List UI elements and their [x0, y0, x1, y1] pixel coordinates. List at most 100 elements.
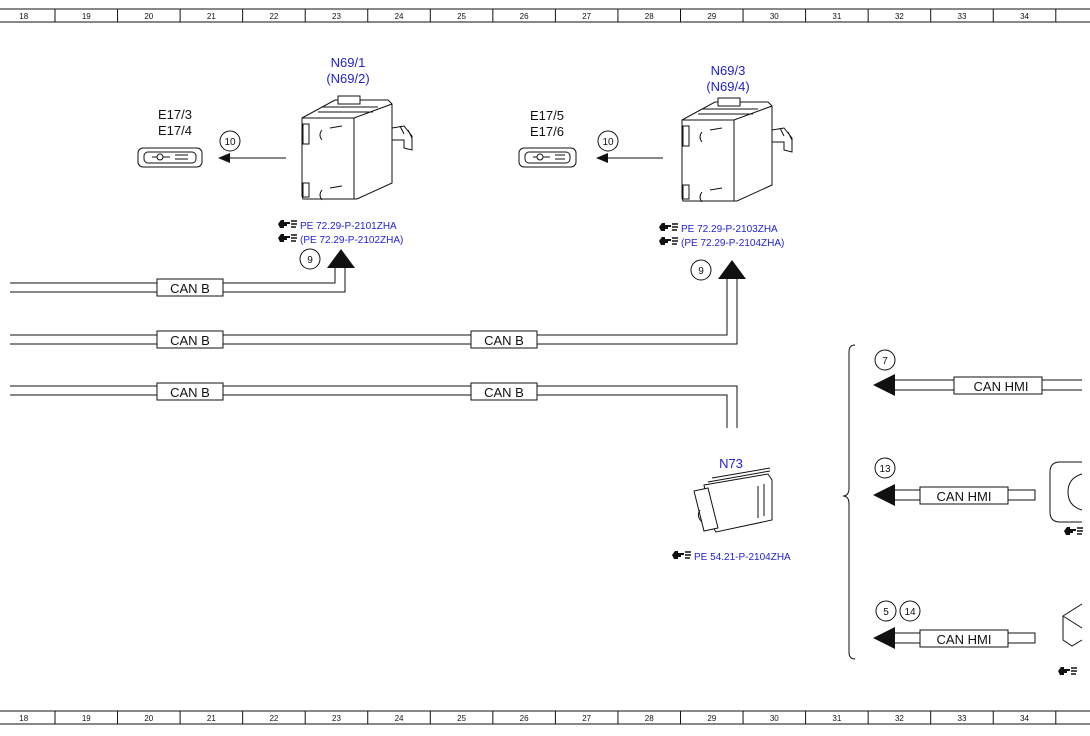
arrowhead-up-icon: [718, 260, 746, 279]
n69-1-ref-2[interactable]: (PE 72.29-P-2102ZHA): [277, 233, 403, 246]
top-ruler-number: 25: [457, 12, 466, 21]
callout-10-n69-3: 10: [602, 137, 614, 148]
n69-3-ref-text-1: PE 72.29-P-2103ZHA: [681, 224, 778, 235]
top-ruler-number: 31: [832, 12, 841, 21]
callout-13: 13: [879, 464, 891, 475]
top-ruler-number: 28: [645, 12, 654, 21]
n73-ref[interactable]: PE 54.21-P-2104ZHA: [671, 550, 791, 563]
callout-circle: [299, 248, 321, 270]
can-hmi-label-1: CAN HMI: [974, 379, 1029, 394]
can-b-wire-2: [10, 279, 738, 345]
bottom-ruler-number: 27: [582, 714, 591, 723]
bottom-ruler-number: 25: [457, 714, 466, 723]
callout-circle: [899, 600, 921, 622]
bottom-ruler-number: 23: [332, 714, 341, 723]
callout-circle: [874, 457, 896, 479]
can-b-label-3b: CAN B: [484, 385, 524, 400]
n69-1-ref-text-1: PE 72.29-P-2101ZHA: [300, 221, 397, 232]
callout-5: 5: [883, 607, 889, 618]
can-b-label-2b: CAN B: [484, 333, 524, 348]
can-b-box-1: [156, 278, 224, 297]
top-ruler-number: 23: [332, 12, 341, 21]
bottom-ruler-number: 19: [82, 714, 91, 723]
top-ruler-number: 33: [958, 12, 967, 21]
reference-hand-icon: [277, 233, 298, 243]
bottom-ruler-number: 32: [895, 714, 904, 723]
n69-1-ref-text-2: (PE 72.29-P-2102ZHA): [300, 235, 403, 246]
e17-3-lamp[interactable]: [137, 147, 203, 168]
can-b-label-2a: CAN B: [170, 333, 210, 348]
arrowhead-left-icon: [873, 374, 895, 396]
bottom-ruler-number: 28: [645, 714, 654, 723]
can-hmi-box-1: [953, 376, 1043, 395]
n73-label: N73: [719, 456, 743, 471]
can-hmi-box-3: [919, 629, 1009, 648]
bottom-ruler-number: 20: [144, 714, 153, 723]
top-ruler-number: 29: [707, 12, 716, 21]
reference-hand-icon: [671, 550, 692, 560]
callout-circle: [875, 600, 897, 622]
e17-3-label: E17/3: [158, 107, 192, 122]
bottom-ruler-number: 29: [707, 714, 716, 723]
bottom-ruler-number: 33: [958, 714, 967, 723]
display-unit-partial: [1049, 461, 1084, 536]
top-ruler-number: 27: [582, 12, 591, 21]
reference-hand-icon: [658, 222, 679, 232]
control-unit-partial: [1057, 603, 1083, 676]
n69-3-ref-1[interactable]: PE 72.29-P-2103ZHA: [658, 222, 778, 235]
can-b-box-3a: [156, 382, 224, 401]
reference-hand-icon: [1057, 666, 1078, 676]
top-ruler-number: 21: [207, 12, 216, 21]
can-b-box-2b: [470, 330, 538, 349]
can-hmi-label-3: CAN HMI: [937, 632, 992, 647]
callout-circle: [219, 130, 241, 152]
top-ruler-number: 24: [395, 12, 404, 21]
can-hmi-label-2: CAN HMI: [937, 489, 992, 504]
n69-3-ref-2[interactable]: (PE 72.29-P-2104ZHA): [658, 236, 784, 249]
arrowhead-left-icon: [596, 153, 608, 163]
n73-ref-text: PE 54.21-P-2104ZHA: [694, 552, 791, 563]
callout-14: 14: [904, 607, 916, 618]
top-ruler-number: 26: [520, 12, 529, 21]
n69-3-label: N69/3: [711, 63, 746, 78]
bottom-ruler-number: 22: [269, 714, 278, 723]
can-b-box-2a: [156, 330, 224, 349]
arrowhead-left-icon: [873, 627, 895, 649]
callout-circle: [597, 130, 619, 152]
callout-9-n69-1: 9: [307, 255, 313, 266]
e17-5-label: E17/5: [530, 108, 564, 123]
bottom-ruler-number: 30: [770, 714, 779, 723]
callout-9-n69-3: 9: [698, 266, 704, 277]
can-b-wire-3: [10, 385, 738, 428]
e17-5-lamp[interactable]: [518, 147, 577, 168]
bottom-ruler-number: 21: [207, 714, 216, 723]
reference-hand-icon: [277, 219, 298, 229]
n69-3-ref-text-2: (PE 72.29-P-2104ZHA): [681, 238, 784, 249]
callout-10-n69-1: 10: [224, 137, 236, 148]
n69-1-label: N69/1: [331, 55, 366, 70]
bottom-ruler-number: 24: [395, 714, 404, 723]
e17-6-label: E17/6: [530, 124, 564, 139]
bottom-ruler-number: 31: [832, 714, 841, 723]
arrowhead-up-icon: [327, 249, 355, 268]
group-brace: [842, 344, 856, 660]
top-ruler-number: 18: [19, 12, 28, 21]
can-b-label-3a: CAN B: [170, 385, 210, 400]
bottom-ruler-number: 18: [19, 714, 28, 723]
top-ruler-number: 30: [770, 12, 779, 21]
bottom-ruler-number: 26: [520, 714, 529, 723]
n73-module[interactable]: [693, 467, 773, 533]
n69-3-module[interactable]: [681, 97, 793, 203]
n69-1-ref-1[interactable]: PE 72.29-P-2101ZHA: [277, 219, 397, 232]
bottom-ruler-number: 34: [1020, 714, 1029, 723]
callout-circle: [874, 349, 896, 371]
bottom-ruler: 18 19 20 21 22 23 24 25 26 27 28 29 30 31 32 33 34: [0, 710, 1090, 725]
reference-hand-icon: [1063, 526, 1084, 536]
callout-7: 7: [882, 356, 888, 367]
top-ruler-number: 19: [82, 12, 91, 21]
n69-2-label: (N69/2): [326, 71, 369, 86]
top-ruler-number: 22: [269, 12, 278, 21]
n69-1-module[interactable]: [301, 95, 413, 201]
